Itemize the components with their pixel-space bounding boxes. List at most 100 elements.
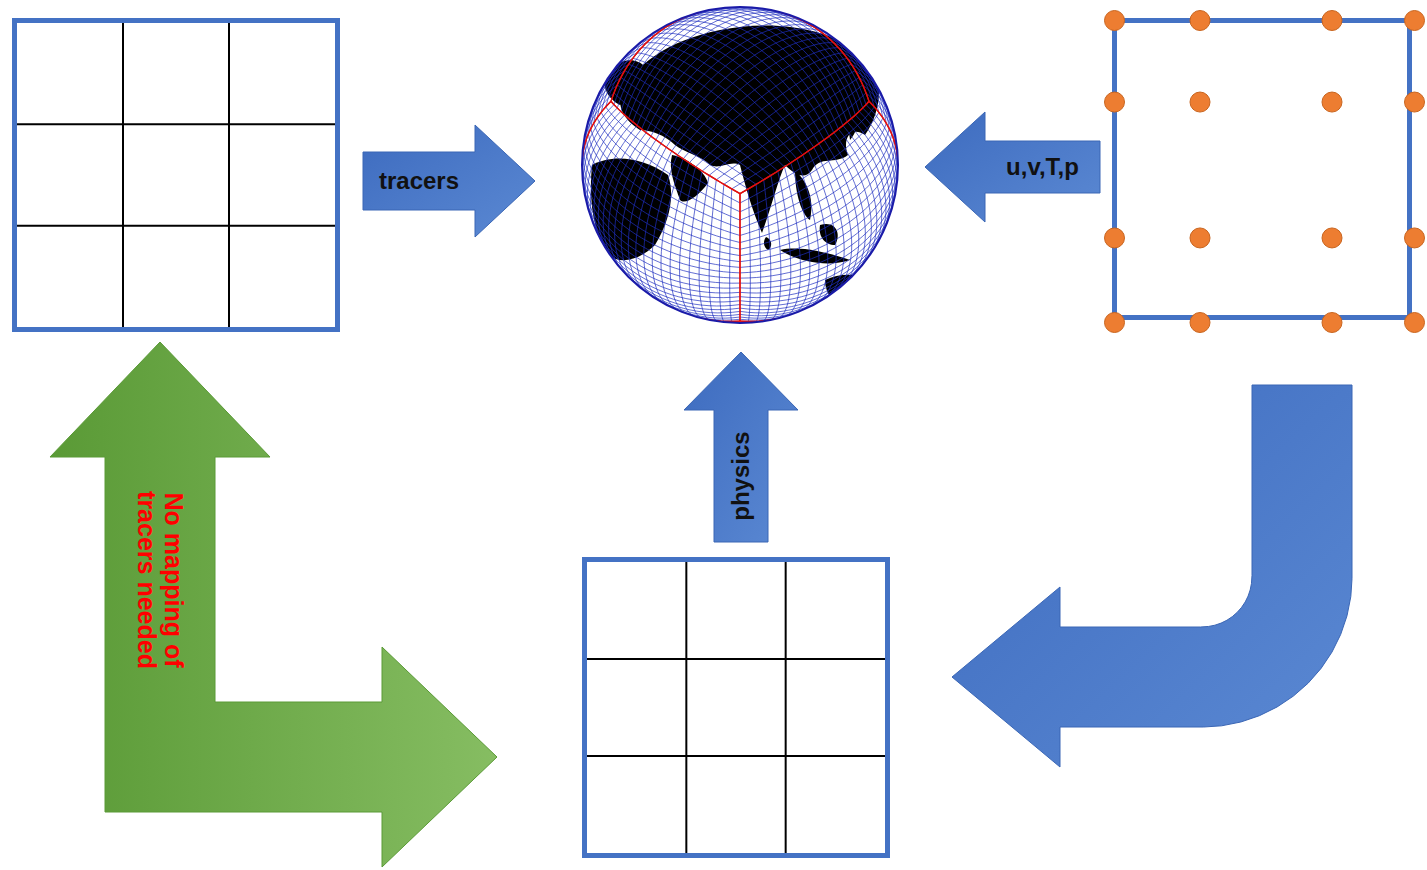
grid-line	[732, 93, 866, 189]
grid-line	[625, 71, 771, 176]
grid-line	[730, 189, 732, 322]
grid-line	[699, 175, 709, 319]
grid-line	[709, 71, 855, 176]
l-shaped-double-arrow	[50, 342, 497, 867]
grid-line	[740, 139, 894, 249]
grid-line	[724, 85, 863, 184]
block-arrow	[684, 352, 798, 542]
gll-point	[1105, 313, 1125, 333]
arrow-label-holder: No mapping of tracers needed	[133, 472, 187, 687]
grid-line	[601, 28, 661, 112]
grid-line	[594, 123, 740, 228]
grid-line	[756, 184, 760, 321]
grid-line	[588, 88, 602, 134]
gll-point	[1105, 228, 1125, 248]
grid-line	[629, 9, 772, 119]
grid-line	[672, 38, 829, 151]
grid-line	[719, 184, 723, 321]
grid-line	[696, 58, 848, 167]
grid-line	[702, 64, 851, 171]
grid-box	[12, 18, 340, 332]
grid-line	[740, 264, 864, 310]
globe-illustration	[580, 5, 900, 325]
grid-line	[722, 8, 856, 115]
grid-line	[633, 58, 785, 167]
grid-line	[661, 29, 819, 144]
grid-line	[748, 189, 750, 322]
grid-line	[819, 28, 879, 112]
grid-line	[670, 163, 689, 314]
grid-lines	[17, 23, 335, 327]
cube-edge	[739, 194, 740, 321]
curved-block-arrow	[952, 385, 1352, 767]
grid-line	[644, 151, 672, 302]
gll-point	[1105, 92, 1125, 112]
grid-line	[784, 167, 800, 316]
grid-line	[588, 134, 740, 243]
grid-line	[585, 144, 740, 255]
grid-line	[808, 151, 836, 302]
grid-line	[614, 93, 748, 189]
grid-line	[709, 180, 716, 321]
grid-line	[689, 53, 843, 163]
grid-line	[800, 19, 874, 107]
grid-line	[680, 167, 696, 316]
grid-line	[652, 155, 677, 307]
cube-edge	[611, 101, 740, 193]
gll-point	[1405, 92, 1425, 112]
cube-edge	[739, 194, 740, 321]
grid-line	[666, 33, 824, 147]
gll-point	[1190, 92, 1210, 112]
grid-line	[740, 123, 886, 228]
grid-line	[764, 180, 771, 321]
continent	[825, 275, 885, 313]
globe-outline	[582, 7, 898, 323]
cube-edge	[740, 101, 869, 193]
grid-box	[582, 557, 890, 858]
grid-line	[771, 175, 781, 319]
grid-line	[616, 264, 740, 310]
grid-line	[791, 163, 810, 314]
grid-line	[629, 64, 778, 171]
grid-lines	[587, 562, 885, 853]
gll-point	[1322, 313, 1342, 333]
gll-point	[1405, 11, 1425, 31]
grid-line	[586, 139, 740, 249]
grid-line	[863, 85, 895, 132]
grid-line	[606, 107, 740, 203]
gll-point	[1405, 313, 1425, 333]
grid-line	[642, 48, 797, 159]
gll-point	[1105, 11, 1125, 31]
grid-line	[740, 107, 874, 203]
gll-element-box	[1112, 18, 1412, 320]
grid-line	[651, 38, 808, 151]
grid-line	[683, 48, 838, 159]
grid-line	[637, 53, 791, 163]
grid-line	[677, 43, 833, 155]
grid-line	[661, 29, 819, 144]
grid-line	[586, 85, 618, 132]
block-arrow	[363, 125, 535, 237]
arrow-label-holder: tracers	[379, 168, 459, 194]
arrow-label: physics	[728, 431, 754, 520]
gll-point	[1322, 11, 1342, 31]
cubed-sphere-globe	[580, 5, 900, 325]
grid-line	[646, 43, 802, 155]
cube-edge	[740, 101, 869, 193]
grid-line	[625, 8, 759, 115]
gll-point	[1322, 92, 1342, 112]
arrow-label: tracers	[379, 168, 459, 194]
gll-point	[1190, 313, 1210, 333]
gll-point	[1190, 228, 1210, 248]
grid-line	[656, 33, 814, 147]
arrow-label: No mapping of tracers needed	[133, 472, 187, 687]
grid-line	[617, 85, 756, 184]
grid-line	[740, 134, 892, 243]
arrow-label-holder: physics	[728, 431, 754, 520]
grid-line	[824, 140, 859, 285]
grid-line	[606, 19, 680, 107]
grid-line	[621, 140, 656, 285]
grid-line	[803, 155, 828, 307]
